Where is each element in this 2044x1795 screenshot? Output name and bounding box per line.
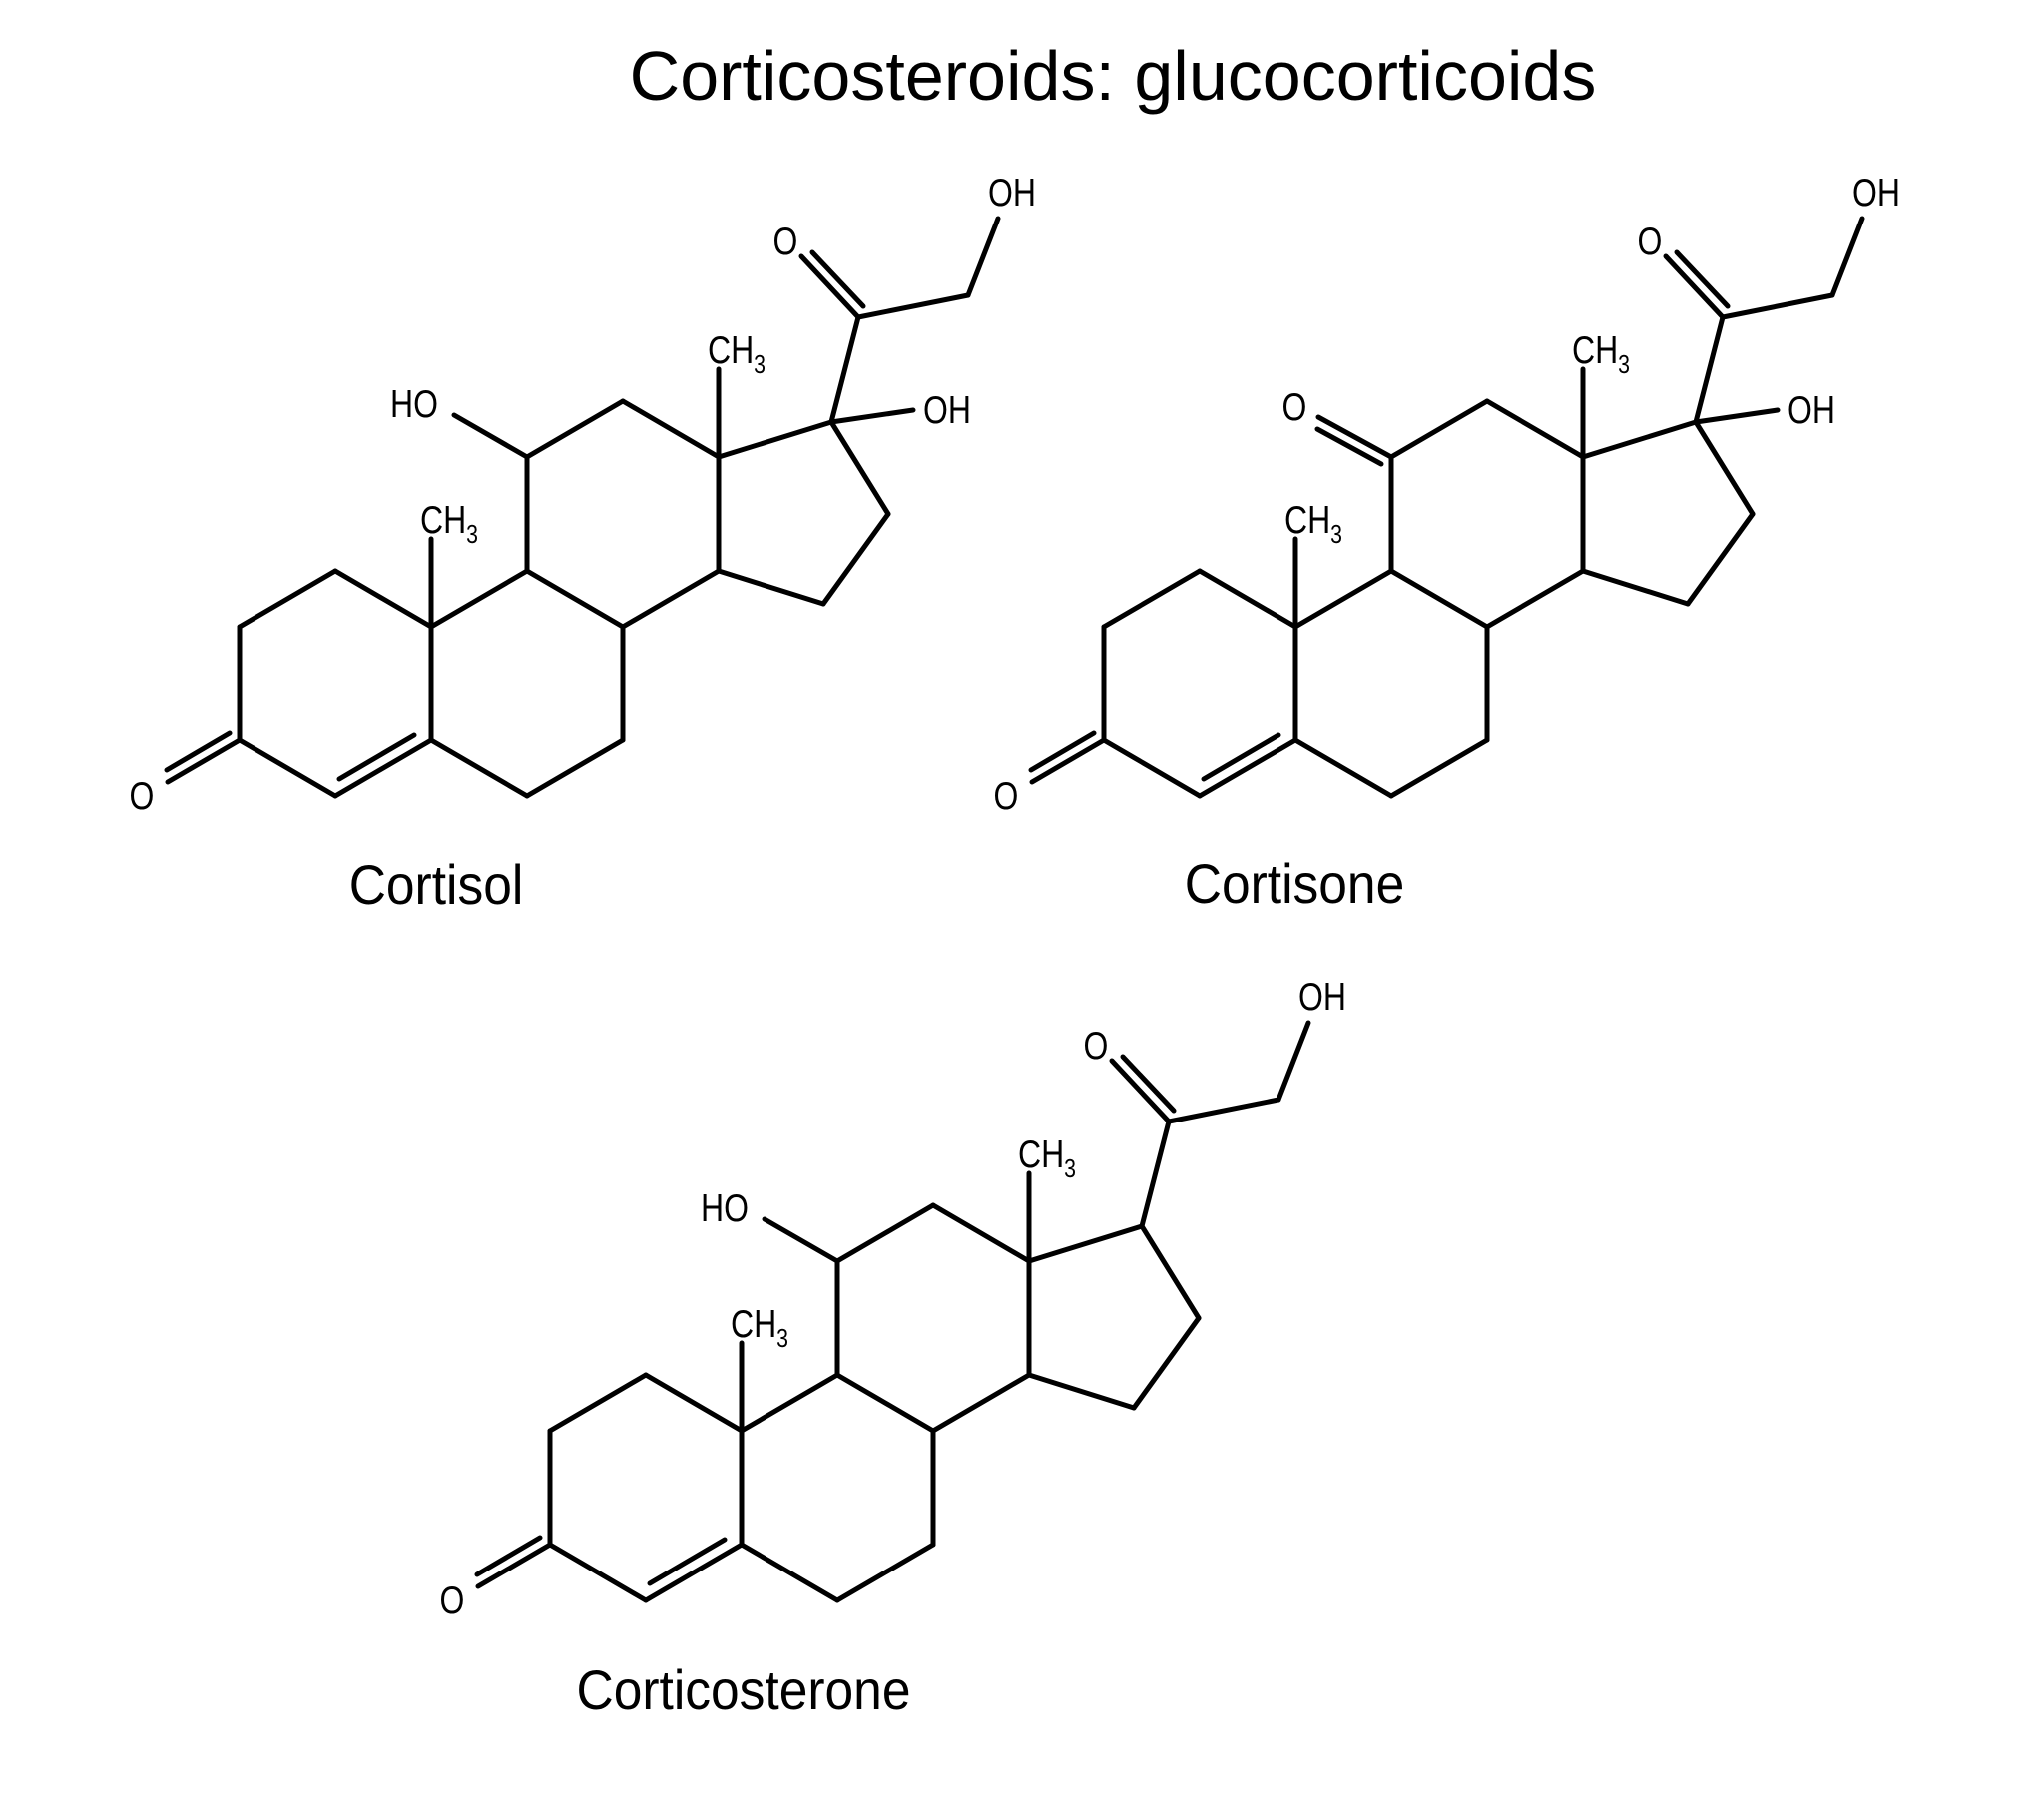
c20_c21_bond-bond	[855, 292, 971, 320]
ring-bond	[1131, 1315, 1202, 1411]
ring-bond	[1026, 1223, 1145, 1264]
c20_ketone-bond	[809, 249, 866, 309]
ring-bond	[1292, 737, 1394, 799]
ring-bond	[428, 737, 530, 799]
c20_c21_bond-bond	[1166, 1097, 1281, 1124]
c20_ketone-bond	[1663, 253, 1726, 320]
ring-bond	[524, 737, 626, 799]
c20_ketone-bond	[798, 253, 861, 320]
ring-bond	[1139, 1223, 1202, 1321]
c3_ketone-bond	[1029, 737, 1107, 785]
double-bond-inner-line	[336, 732, 417, 782]
ring-bond	[237, 568, 338, 630]
ring-bond	[1693, 419, 1756, 517]
ring-bond	[643, 1542, 745, 1603]
double-bond-inner-line	[647, 1537, 728, 1586]
ring-bond	[1580, 419, 1699, 460]
ring-bond	[547, 1542, 649, 1603]
c3_ketone-bond	[475, 1542, 553, 1589]
ring-bond	[1197, 568, 1298, 630]
c18_methyl-label: CH3	[1018, 1132, 1076, 1184]
c11_ketone-bond	[1314, 426, 1384, 467]
c17_hydroxyl-bond	[828, 407, 916, 425]
c21_hydroxyl-label: OH	[1298, 975, 1346, 1019]
c3_ketone-label: O	[440, 1578, 465, 1622]
ring-bond	[547, 1372, 649, 1434]
ring-bond	[1484, 568, 1586, 630]
c21_hydroxyl-bond	[965, 216, 1001, 298]
ring-bond	[1292, 568, 1394, 630]
c11_hydroxyl-label: HO	[701, 1186, 749, 1230]
c17_c20_bond-bond	[828, 314, 861, 425]
ring-bond	[524, 568, 626, 630]
c20_ketone-bond	[1674, 249, 1731, 309]
c3_ketone-label: O	[994, 774, 1019, 818]
ring-bond	[930, 1372, 1032, 1434]
ring-bond	[828, 419, 891, 517]
ring-bond	[237, 737, 338, 799]
c20_ketone-label: O	[773, 220, 798, 263]
c3_ketone-bond	[164, 730, 233, 773]
c21_hydroxyl-label: OH	[988, 171, 1036, 215]
ring-bond	[739, 1542, 840, 1603]
c20_ketone-bond	[1120, 1054, 1177, 1114]
ring-bond	[1388, 568, 1490, 630]
ring-bond	[820, 511, 891, 607]
c20_ketone-label: O	[1084, 1024, 1109, 1068]
ring-bond	[930, 1202, 1032, 1264]
ring-bond	[1101, 568, 1203, 630]
ring-bond	[1101, 737, 1203, 799]
ring-bond	[428, 568, 530, 630]
c20_ketone-bond	[1109, 1058, 1172, 1124]
ring-bond	[620, 568, 722, 630]
molecule-name-label: Corticosterone	[577, 1659, 911, 1721]
c17_hydroxyl-label: OH	[1788, 388, 1835, 432]
c20_ketone-label: O	[1638, 220, 1663, 263]
ring-bond	[332, 568, 434, 630]
ring-bond	[620, 398, 722, 460]
ring-bond	[1026, 1372, 1137, 1411]
c17_c20_bond-bond	[1693, 314, 1726, 425]
c11_hydroxyl-bond	[762, 1216, 840, 1264]
c11_ketone-bond	[1315, 414, 1394, 460]
ring-bond	[1580, 568, 1691, 607]
ring-bond	[739, 1372, 840, 1434]
c11_ketone-label: O	[1282, 385, 1307, 429]
c3_ketone-bond	[474, 1535, 543, 1577]
ring-bond	[1388, 398, 1490, 460]
ring-bond	[716, 419, 834, 460]
c3_ketone-bond	[1028, 730, 1097, 773]
ring-bond	[716, 568, 826, 607]
ring-bond	[834, 1542, 936, 1603]
ring-bond	[834, 1372, 936, 1434]
ring-bond	[1197, 737, 1298, 799]
c17_hydroxyl-label: OH	[923, 388, 971, 432]
molecule-name-label: Cortisone	[1185, 853, 1404, 915]
ring-bond	[1685, 511, 1756, 607]
c21_hydroxyl-bond	[1276, 1020, 1311, 1103]
ring-bond	[643, 1372, 745, 1434]
c3_ketone-bond	[165, 737, 243, 785]
c17_hydroxyl-bond	[1693, 407, 1781, 425]
ring-bond	[834, 1202, 936, 1264]
ring-bond	[332, 737, 434, 799]
c21_hydroxyl-bond	[1829, 216, 1865, 298]
molecule-name-label: Cortisol	[349, 854, 524, 916]
double-bond-inner-line	[1201, 732, 1281, 782]
figure-title: Corticosteroids: glucocorticoids	[630, 37, 1597, 115]
c11_hydroxyl-label: HO	[390, 382, 438, 426]
c21_hydroxyl-label: OH	[1852, 171, 1900, 215]
c17_c20_bond-bond	[1139, 1119, 1172, 1229]
ring-bond	[1388, 737, 1490, 799]
c3_ketone-label: O	[130, 774, 155, 818]
ring-bond	[1484, 398, 1586, 460]
c20_c21_bond-bond	[1720, 292, 1835, 320]
ring-bond	[524, 398, 626, 460]
c11_hydroxyl-bond	[451, 412, 530, 460]
